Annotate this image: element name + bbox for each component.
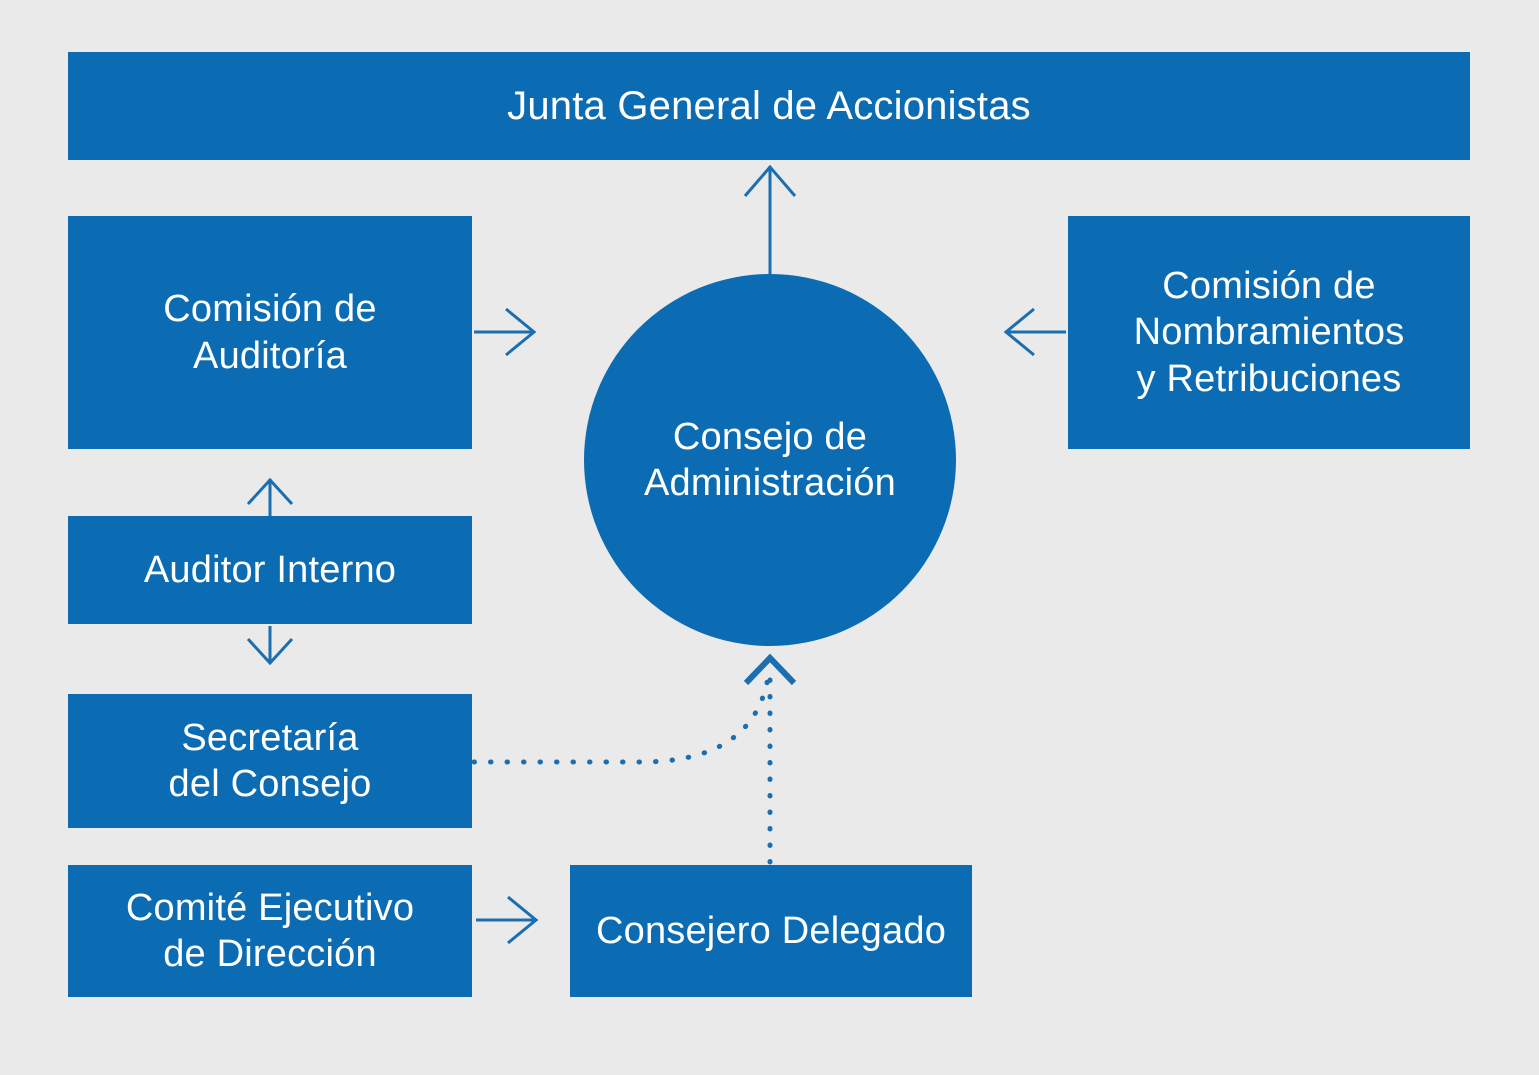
node-comite-ejecutivo-de-direccion[interactable]: Comité Ejecutivo de Dirección (68, 865, 472, 997)
node-consejero-delegado[interactable]: Consejero Delegado (570, 865, 972, 997)
node-consejo-de-administracion[interactable]: Consejo de Administración (584, 274, 956, 646)
edge-auditor-to-secretaria (246, 626, 294, 666)
node-secretaria-del-consejo[interactable]: Secretaría del Consejo (68, 694, 472, 828)
edge-secretaria-to-consejo (471, 669, 772, 765)
edge-nombramientos-to-consejo (1003, 307, 1066, 357)
edge-delegado-to-consejo (743, 653, 797, 865)
edge-auditor-to-auditoria (246, 477, 294, 516)
node-comision-de-auditoria[interactable]: Comisión de Auditoría (68, 216, 472, 449)
edge-consejo-to-junta (743, 164, 797, 278)
edge-auditoria-to-consejo (474, 307, 537, 357)
node-auditor-interno[interactable]: Auditor Interno (68, 516, 472, 624)
node-junta-general-de-accionistas[interactable]: Junta General de Accionistas (68, 52, 1470, 160)
node-comision-de-nombramientos-y-retribuciones[interactable]: Comisión de Nombramientos y Retribucione… (1068, 216, 1470, 449)
edge-comite-to-delegado (476, 895, 539, 945)
